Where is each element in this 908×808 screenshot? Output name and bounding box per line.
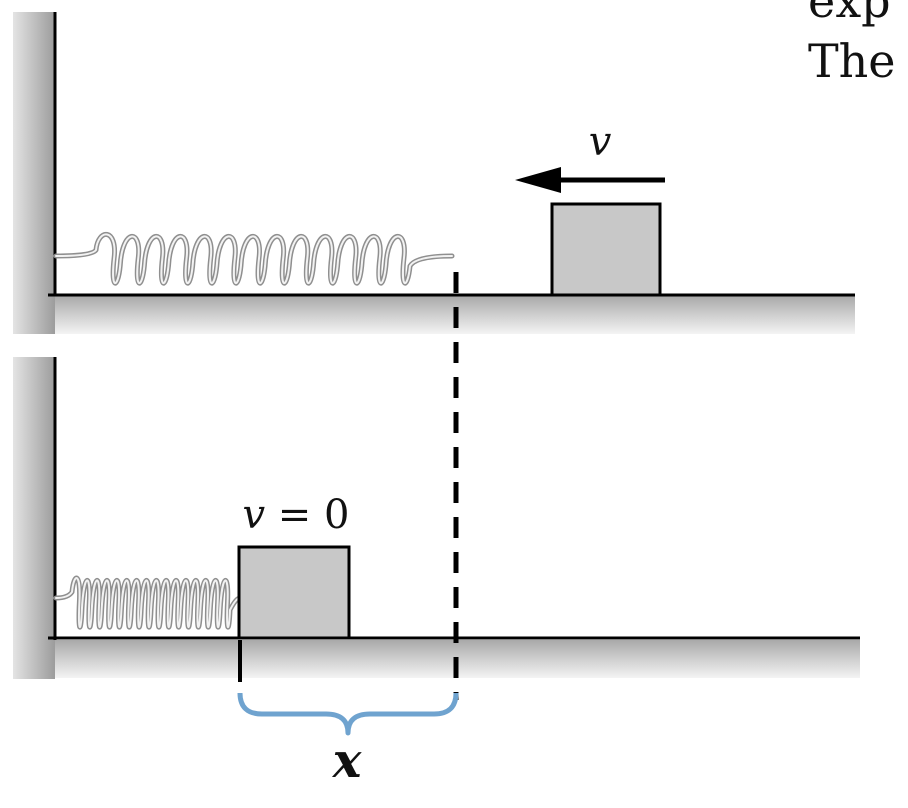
top-panel: v	[13, 12, 855, 334]
top-spring-highlight	[55, 233, 453, 284]
bottom-block	[237, 545, 351, 640]
top-spring	[53, 231, 455, 286]
cut-off-text-line-2: The	[808, 34, 896, 88]
cut-off-text-line-1: exp	[808, 0, 891, 28]
velocity-zero-label: v = 0	[242, 492, 349, 538]
velocity-zero-symbol: v	[242, 492, 265, 538]
bottom-spring-highlight	[55, 577, 241, 628]
top-block	[550, 202, 662, 297]
bottom-panel: v = 0	[13, 357, 860, 679]
velocity-arrow-head	[515, 167, 561, 193]
compression-brace	[237, 692, 459, 736]
velocity-label: v	[589, 119, 612, 165]
bottom-wall	[13, 357, 55, 679]
compression-label: x	[332, 733, 363, 789]
top-wall	[13, 12, 55, 334]
velocity-zero-value: = 0	[265, 492, 349, 538]
